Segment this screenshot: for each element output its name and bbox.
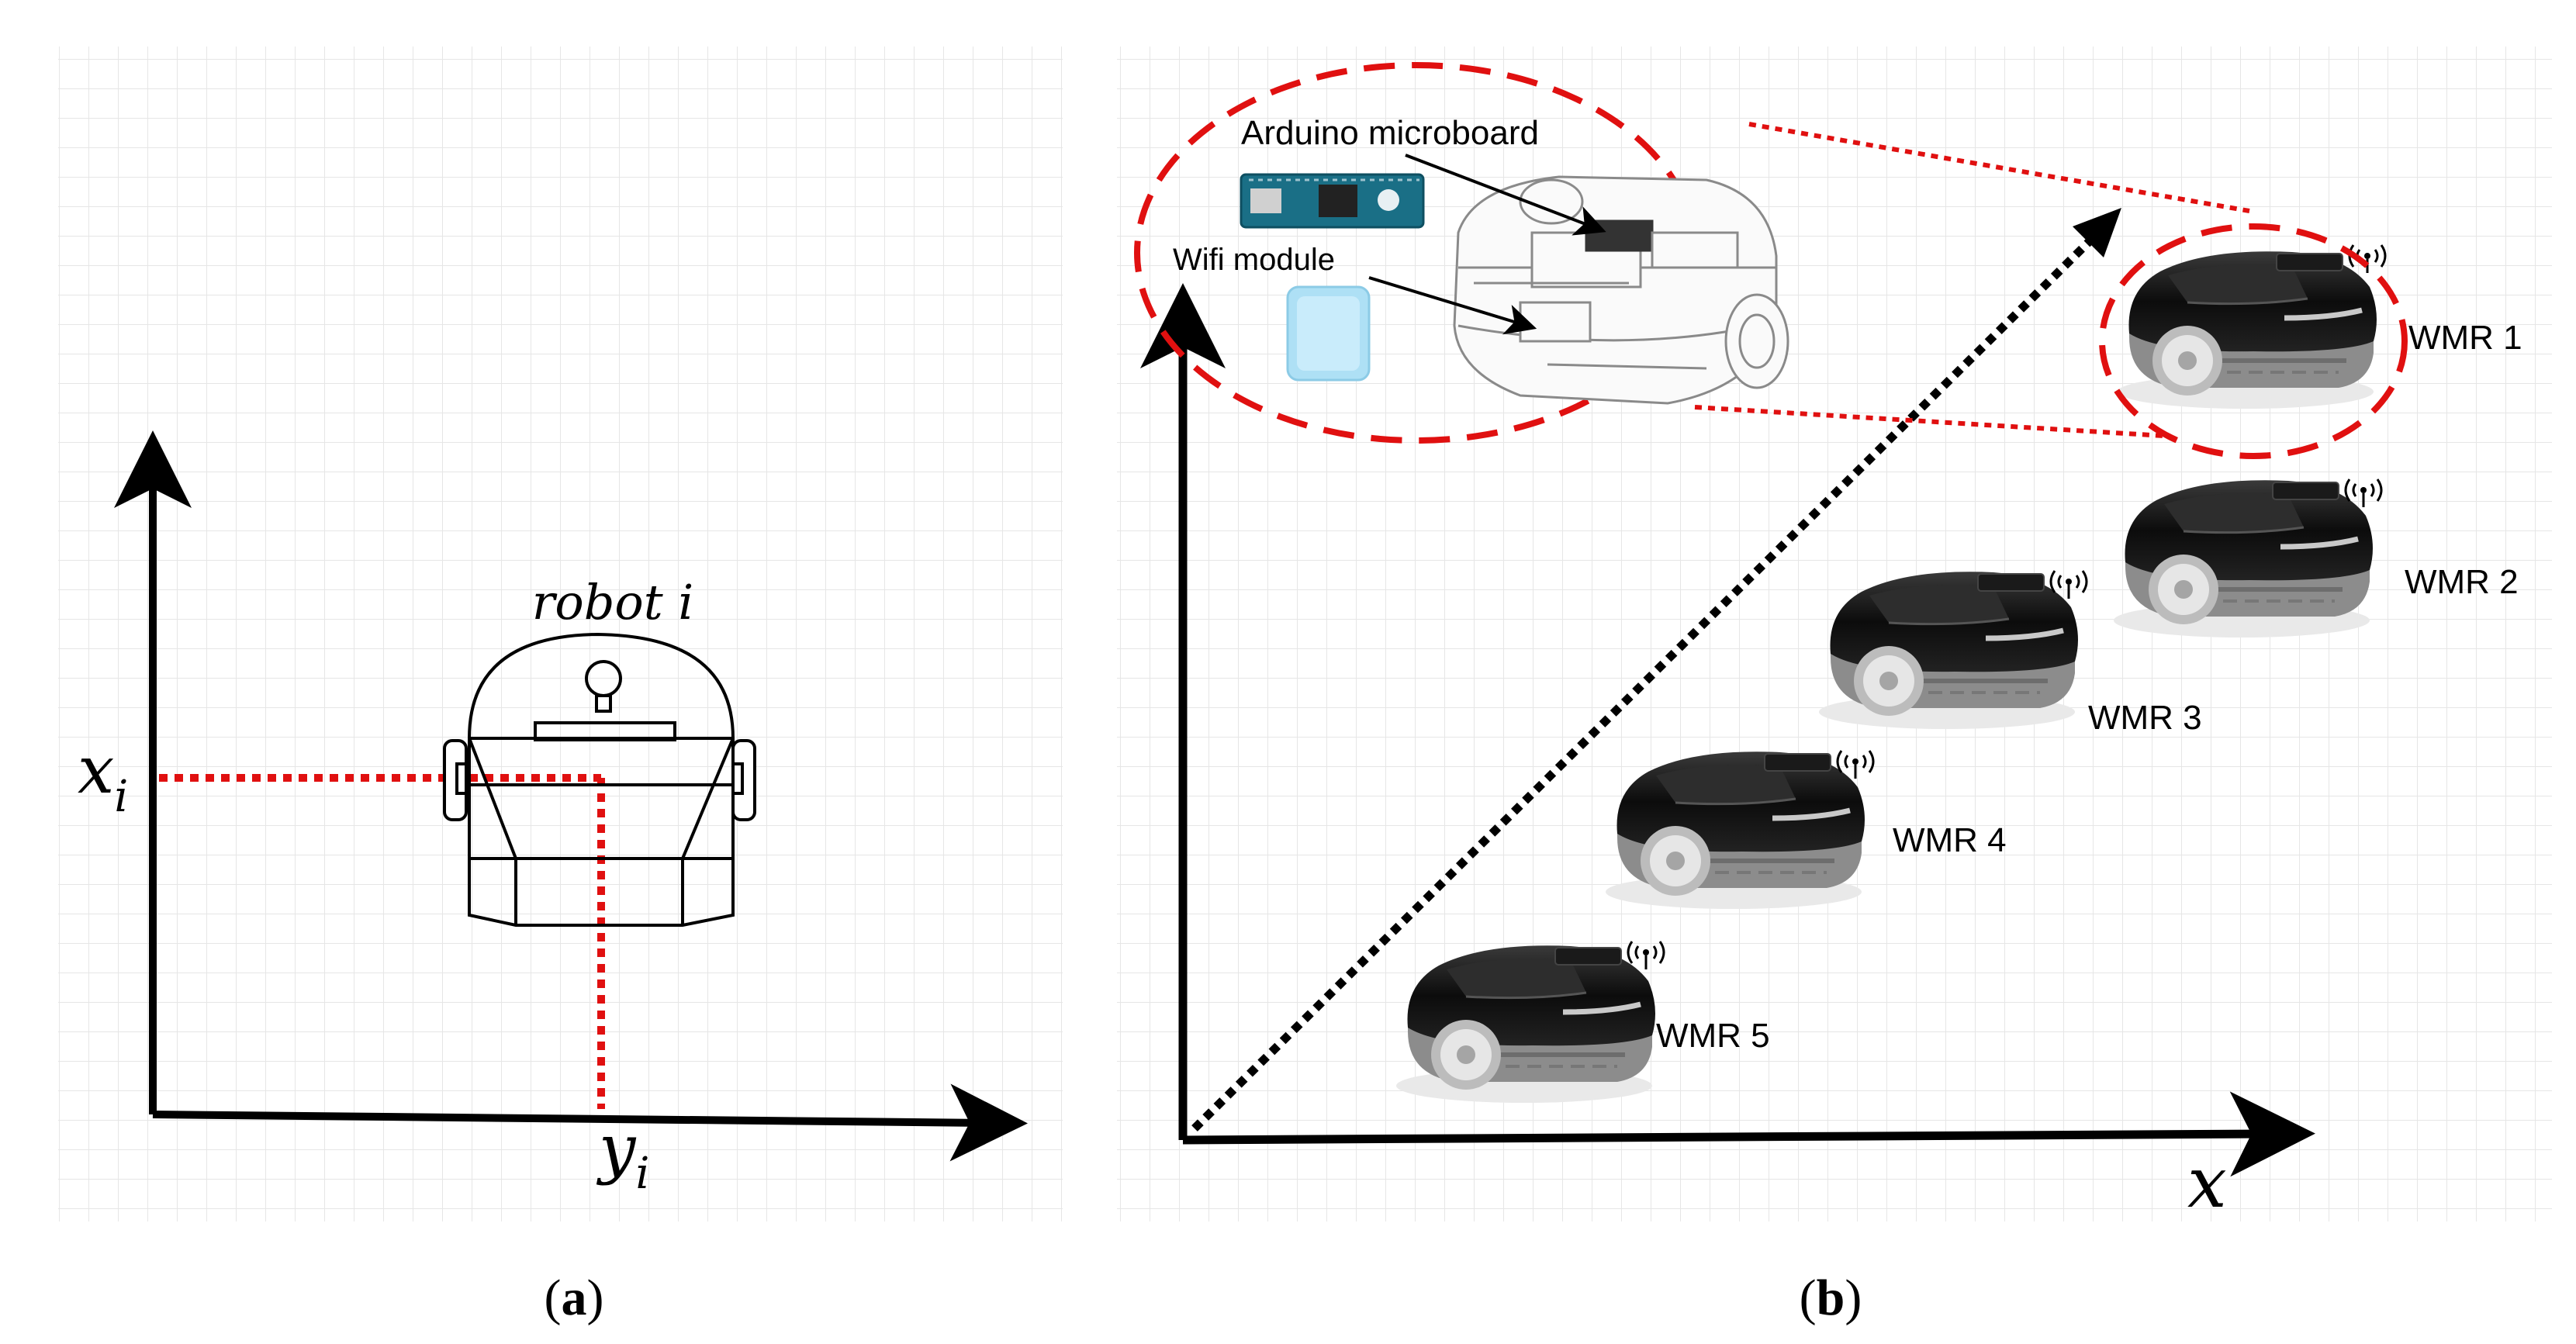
panel-b-x-label: x [2187,1142,2227,1224]
xi-symbol: x [78,732,114,808]
zoom-connector-top [1748,122,2250,213]
robot-platform-drawing [1453,175,1789,405]
wifi-label: Wifi module [1173,243,1335,277]
wmr-3-label: WMR 3 [2088,699,2202,737]
yi-subscript: i [635,1149,649,1199]
robot-i-sketch [443,632,756,927]
panel-a-caption-letter: a [562,1270,587,1326]
wmr-4-label: WMR 4 [1893,821,2007,859]
arduino-board-icon [1240,173,1425,229]
panel-a-horizontal-axis [152,1083,1028,1162]
xi-subscript: i [114,772,128,822]
xi-label: xi [78,732,128,822]
yi-symbol: y [596,1111,637,1187]
diagonal-trajectory [1191,226,2105,1132]
robot-wmr-4 [1606,751,1875,909]
wmr-5-label: WMR 5 [1656,1017,1770,1055]
panel-b-caption-letter: b [1817,1270,1845,1326]
arduino-label: Arduino microboard [1241,114,1539,152]
wifi-module-icon [1286,285,1371,382]
yi-label: yi [596,1111,649,1199]
robot-wmr-2 [2114,479,2383,637]
wifi-pointer [1368,276,1537,335]
wmr-2-label: WMR 2 [2405,563,2519,601]
wmr-1-highlight-ellipse [2099,223,2408,459]
robot-i-label: robot i [532,574,693,631]
panel-b: x [1117,47,2552,1326]
diagonal-arrowhead [2073,208,2121,257]
panel-a-caption: (a) [545,1270,604,1326]
wmr-1-label: WMR 1 [2408,319,2522,357]
robot-wmr-3 [1819,571,2088,729]
panel-a: robot i xi yi (a) [58,47,1063,1326]
panel-b-horizontal-axis [1182,1091,2315,1177]
panel-b-caption: (b) [1800,1270,1862,1326]
panel-a-grid [58,47,1063,1221]
arduino-pointer [1405,154,1606,236]
